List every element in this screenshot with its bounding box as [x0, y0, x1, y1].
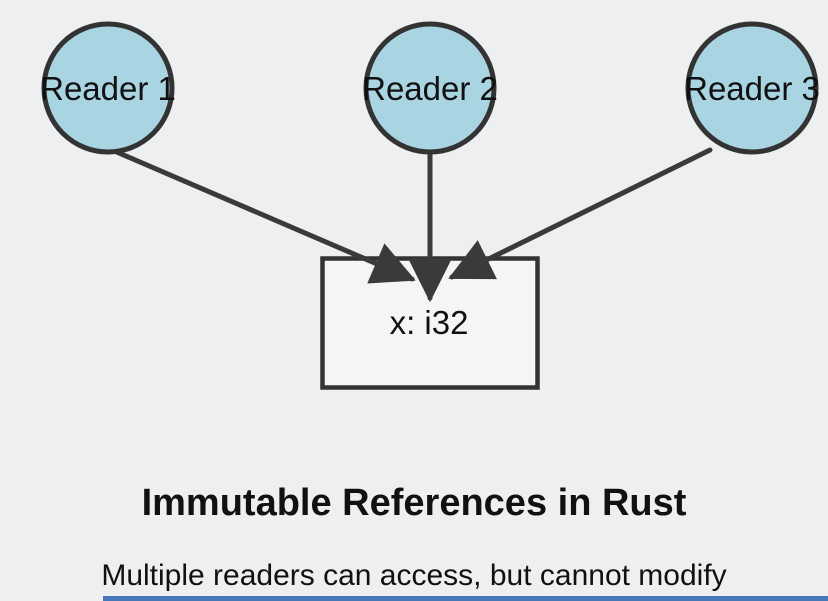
- diagram-subtitle: Multiple readers can access, but cannot …: [101, 559, 727, 592]
- reader-3-node: Reader 3: [684, 21, 820, 155]
- reader-1-circle: [41, 21, 175, 155]
- arrow-reader3-to-value: [452, 147, 713, 280]
- reader-3-circle: [685, 21, 819, 155]
- reader-2-circle: [363, 21, 497, 155]
- reader-1-node: Reader 1: [40, 21, 176, 155]
- diagram-title: Immutable References in Rust: [141, 482, 687, 524]
- reader-3-label: Reader 3: [684, 70, 820, 107]
- arrow-reader1-to-value: [109, 147, 412, 279]
- reader-1-label: Reader 1: [40, 70, 176, 107]
- bottom-accent-bar: [103, 596, 828, 601]
- value-box-label: x: i32: [390, 304, 469, 341]
- reader-2-label: Reader 2: [362, 70, 498, 107]
- reader-2-node: Reader 2: [362, 21, 498, 155]
